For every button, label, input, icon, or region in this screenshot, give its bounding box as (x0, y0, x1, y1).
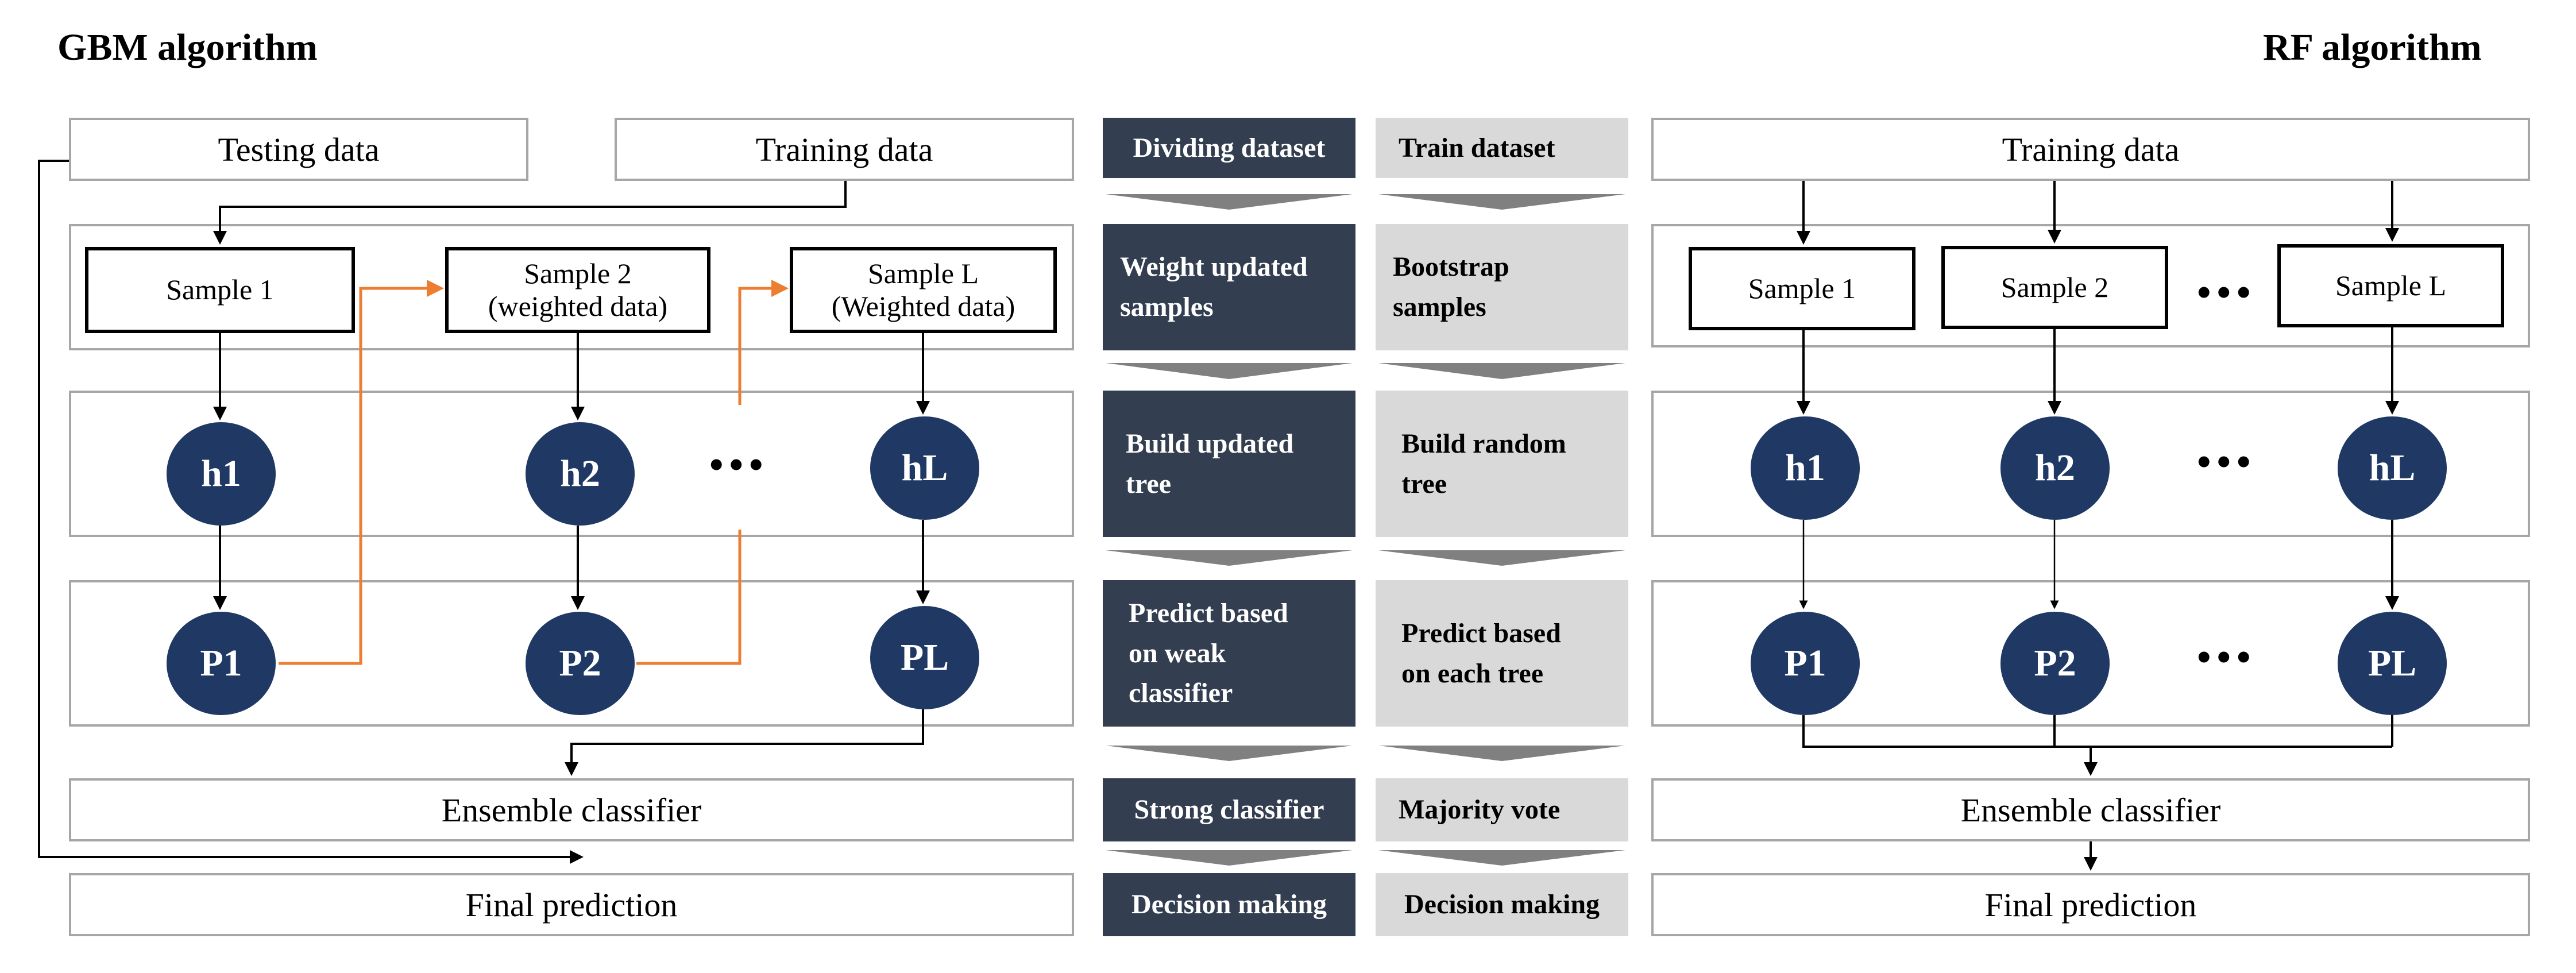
chevron-gbm-2 (1106, 363, 1353, 379)
chevron-gbm-3 (1106, 550, 1353, 566)
chevron-rf-2 (1378, 363, 1625, 379)
rf-ensemble-box: Ensemble classifier (1651, 778, 2530, 841)
gbm-testing-data-box: Testing data (69, 118, 528, 181)
step-rf-bootstrap-samples: Bootstrap samples (1376, 224, 1628, 350)
gbm-tree-ellipsis: ••• (709, 443, 769, 487)
gbm-p1-to-sample2-arrow (279, 280, 444, 665)
step-rf-build-random-tree: Build random tree (1376, 391, 1628, 537)
gbm-testing-to-final-line (38, 160, 584, 864)
step-rf-train-dataset: Train dataset (1376, 118, 1628, 178)
step-gbm-strong-classifier: Strong classifier (1103, 778, 1355, 841)
step-rf-decision-making: Decision making (1376, 873, 1628, 936)
gbm-final-label: Final prediction (465, 886, 678, 924)
rf-tree-h2: h2 (2000, 416, 2110, 520)
rf-pred-p1: P1 (1751, 612, 1860, 715)
chevron-rf-5 (1378, 850, 1625, 866)
rf-tree-hl: hL (2338, 416, 2447, 520)
chevron-gbm-1 (1106, 194, 1353, 210)
step-rf-predict-each-tree: Predict based on each tree (1376, 580, 1628, 727)
gbm-pred-pl: PL (870, 606, 979, 709)
gbm-final-box: Final prediction (69, 873, 1074, 936)
rf-sample-l: Sample L (2277, 244, 2504, 327)
rf-pred-p2: P2 (2000, 612, 2110, 715)
gbm-training-data-label: Training data (755, 130, 933, 168)
gbm-sample-1: Sample 1 (85, 247, 355, 333)
gbm-sample-2: Sample 2 (weighted data) (445, 247, 710, 333)
gbm-boost-to-sampleL-arrow (738, 280, 789, 405)
chevron-rf-3 (1378, 550, 1625, 566)
chevron-rf-4 (1378, 746, 1625, 761)
rf-sample-2: Sample 2 (1941, 246, 2168, 329)
rf-title: RF algorithm (2263, 26, 2482, 68)
gbm-tree-h2: h2 (526, 422, 635, 526)
chevron-gbm-4 (1106, 746, 1353, 761)
rf-training-data-box: Training data (1651, 118, 2530, 181)
chevron-rf-1 (1378, 194, 1625, 210)
gbm-ensemble-label: Ensemble classifier (441, 791, 702, 829)
chevron-gbm-5 (1106, 850, 1353, 866)
gbm-testing-data-label: Testing data (218, 130, 380, 168)
step-gbm-build-updated-tree: Build updated tree (1103, 391, 1355, 537)
gbm-tree-h1: h1 (167, 422, 276, 526)
rf-training-data-label: Training data (2002, 130, 2180, 168)
gbm-ensemble-box: Ensemble classifier (69, 778, 1074, 841)
step-gbm-predict-weak: Predict based on weak classifier (1103, 580, 1355, 727)
rf-tree-ellipsis: ••• (2197, 440, 2257, 484)
rf-sample-ellipsis: ••• (2197, 271, 2257, 315)
gbm-pred-p1: P1 (167, 612, 276, 715)
rf-pred-ellipsis: ••• (2197, 635, 2257, 679)
step-gbm-decision-making: Decision making (1103, 873, 1355, 936)
step-gbm-weight-updated-samples: Weight updated samples (1103, 224, 1355, 350)
rf-ensemble-label: Ensemble classifier (1960, 791, 2221, 829)
rf-final-box: Final prediction (1651, 873, 2530, 936)
rf-final-label: Final prediction (1984, 886, 2197, 924)
gbm-training-data-box: Training data (615, 118, 1074, 181)
rf-votes-bus-line (1802, 715, 2393, 748)
gbm-tree-hl: hL (870, 416, 979, 520)
gbm-p2-to-sampleL-arrow (636, 530, 741, 665)
step-gbm-dividing-dataset: Dividing dataset (1103, 118, 1355, 178)
gbm-pred-p2: P2 (526, 612, 635, 715)
rf-pred-pl: PL (2338, 612, 2447, 715)
gbm-training-to-sample1-line (213, 181, 847, 245)
gbm-pl-to-ensemble-line (565, 709, 924, 776)
step-rf-majority-vote: Majority vote (1376, 778, 1628, 841)
gbm-title: GBM algorithm (57, 26, 318, 68)
step-chevrons (1106, 194, 1625, 866)
rf-tree-h1: h1 (1751, 416, 1860, 520)
gbm-sample-l: Sample L (Weighted data) (790, 247, 1057, 333)
rf-sample-1: Sample 1 (1689, 247, 1915, 330)
